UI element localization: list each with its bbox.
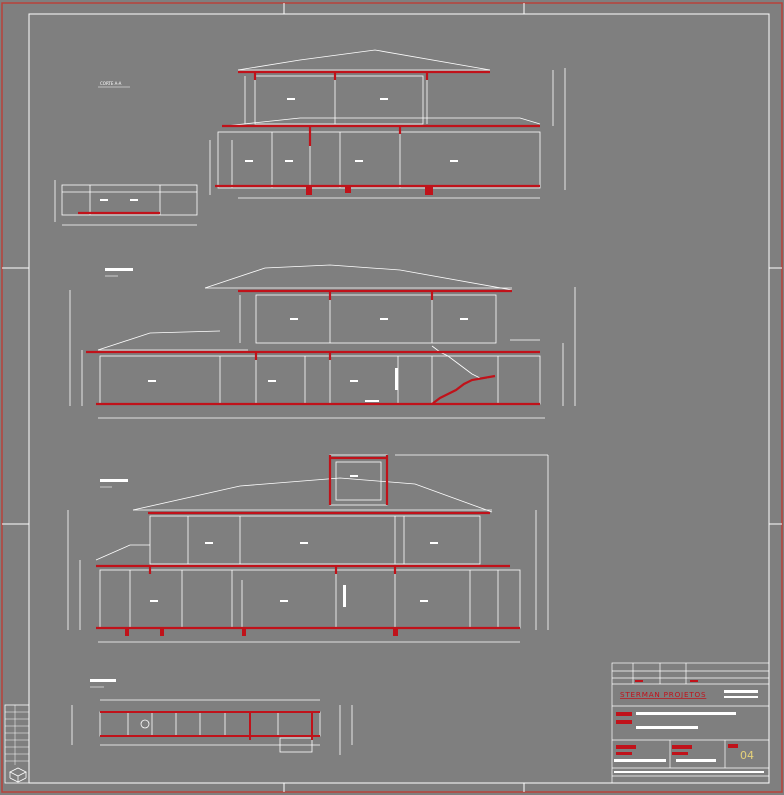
title-block: STERMAN PROJETOS 04 — [611, 662, 770, 784]
section-4-label — [90, 679, 116, 682]
revision-strip — [4, 704, 30, 784]
section-1-label: CORTE A-A — [100, 81, 122, 86]
section-2 — [69, 264, 576, 419]
section-1: CORTE A-A — [54, 49, 566, 226]
section-2-label — [105, 268, 133, 271]
section-3 — [67, 454, 549, 643]
sheet-number: 04 — [740, 749, 754, 762]
section-4 — [71, 679, 353, 755]
company-name: STERMAN PROJETOS — [620, 690, 706, 699]
border-ticks — [2, 3, 782, 792]
cube-icon — [9, 767, 27, 783]
section-3-label — [100, 479, 128, 482]
inner-frame — [28, 13, 770, 784]
